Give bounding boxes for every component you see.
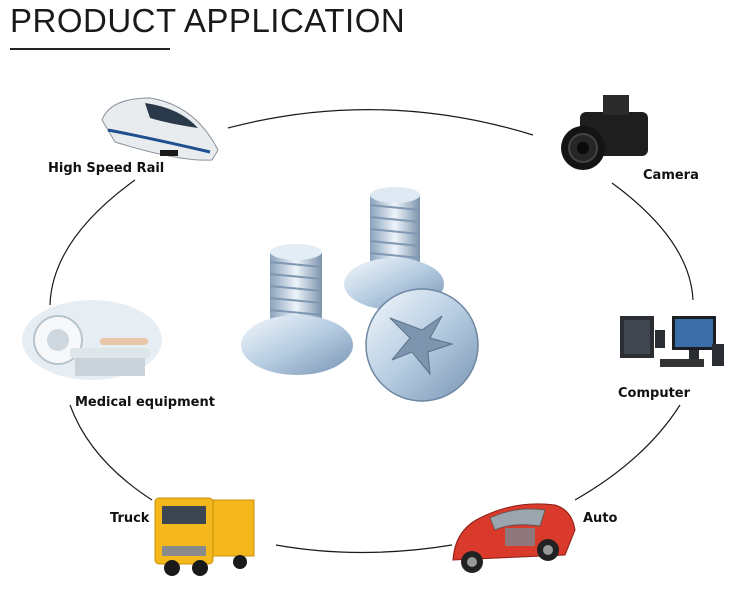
screws-icon [241, 187, 479, 402]
page-title: PRODUCT APPLICATION [10, 2, 406, 39]
application-label-camera: Camera [643, 168, 699, 183]
medical-scanner-icon [22, 300, 162, 380]
application-label-truck: Truck [110, 511, 150, 526]
computer-icon [620, 316, 724, 367]
camera-icon [561, 95, 648, 170]
ring-outline [49, 109, 694, 554]
application-label-high-speed-rail: High Speed Rail [48, 161, 165, 176]
truck-icon [154, 497, 255, 576]
car-icon [452, 503, 576, 573]
title-underline [10, 48, 170, 50]
application-label-auto: Auto [583, 511, 618, 526]
train-icon [101, 97, 219, 161]
application-label-computer: Computer [618, 386, 691, 401]
application-label-medical-equipment: Medical equipment [75, 395, 215, 410]
